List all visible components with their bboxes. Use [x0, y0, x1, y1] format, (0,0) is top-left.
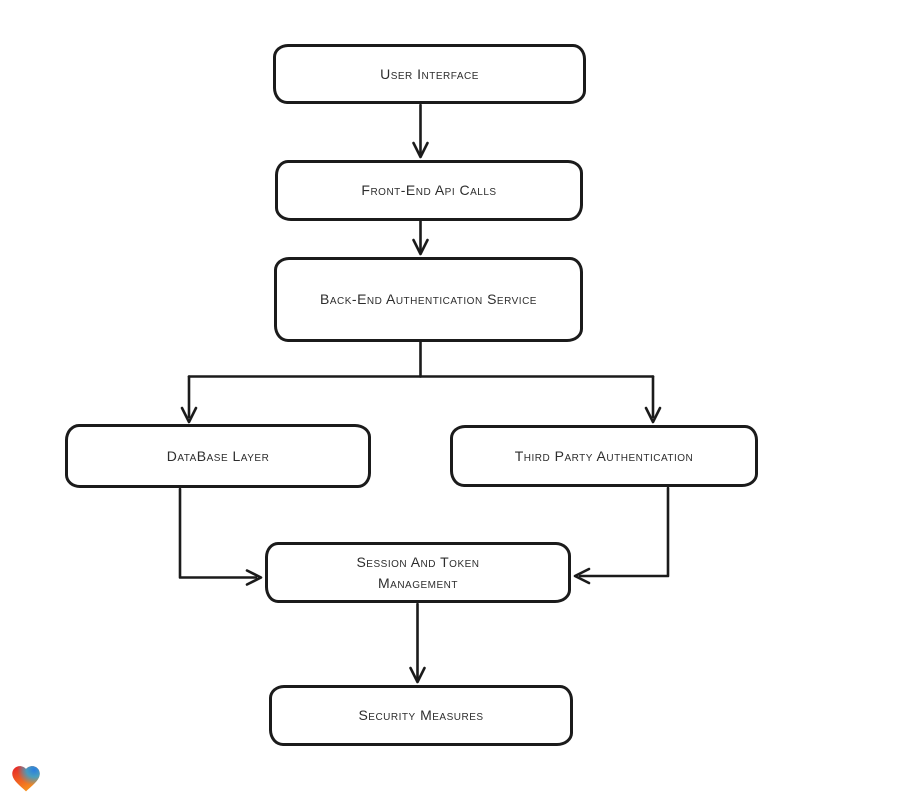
node-label: User Interface — [380, 65, 479, 82]
node-security-measures: Security Measures — [269, 685, 573, 746]
node-third-party-authentication: Third Party Authentication — [450, 425, 758, 487]
gradient-heart-logo-icon — [12, 766, 40, 792]
node-database-layer: DataBase Layer — [65, 424, 371, 488]
node-label: DataBase Layer — [166, 447, 270, 464]
edge-ui-to-api — [412, 103, 429, 159]
node-session-and-token-management: Session And Token Management — [265, 542, 571, 603]
node-front-end-api-calls: Front-End Api Calls — [275, 160, 583, 221]
edge-database-to-session — [178, 487, 263, 586]
node-back-end-authentication-service: Back-End Authentication Service — [274, 257, 583, 342]
node-label: Back-End Authentication Service — [320, 291, 537, 308]
edge-backend-branch — [180, 340, 662, 424]
node-label: Front-End Api Calls — [361, 182, 497, 199]
node-label: Session And Token Management — [356, 554, 480, 591]
edge-session-to-security — [409, 602, 426, 684]
node-label: Security Measures — [358, 707, 484, 724]
node-user-interface: User Interface — [273, 44, 586, 104]
node-label: Third Party Authentication — [514, 447, 694, 464]
edge-thirdparty-to-session — [573, 486, 670, 585]
edge-api-to-backend — [412, 219, 429, 256]
